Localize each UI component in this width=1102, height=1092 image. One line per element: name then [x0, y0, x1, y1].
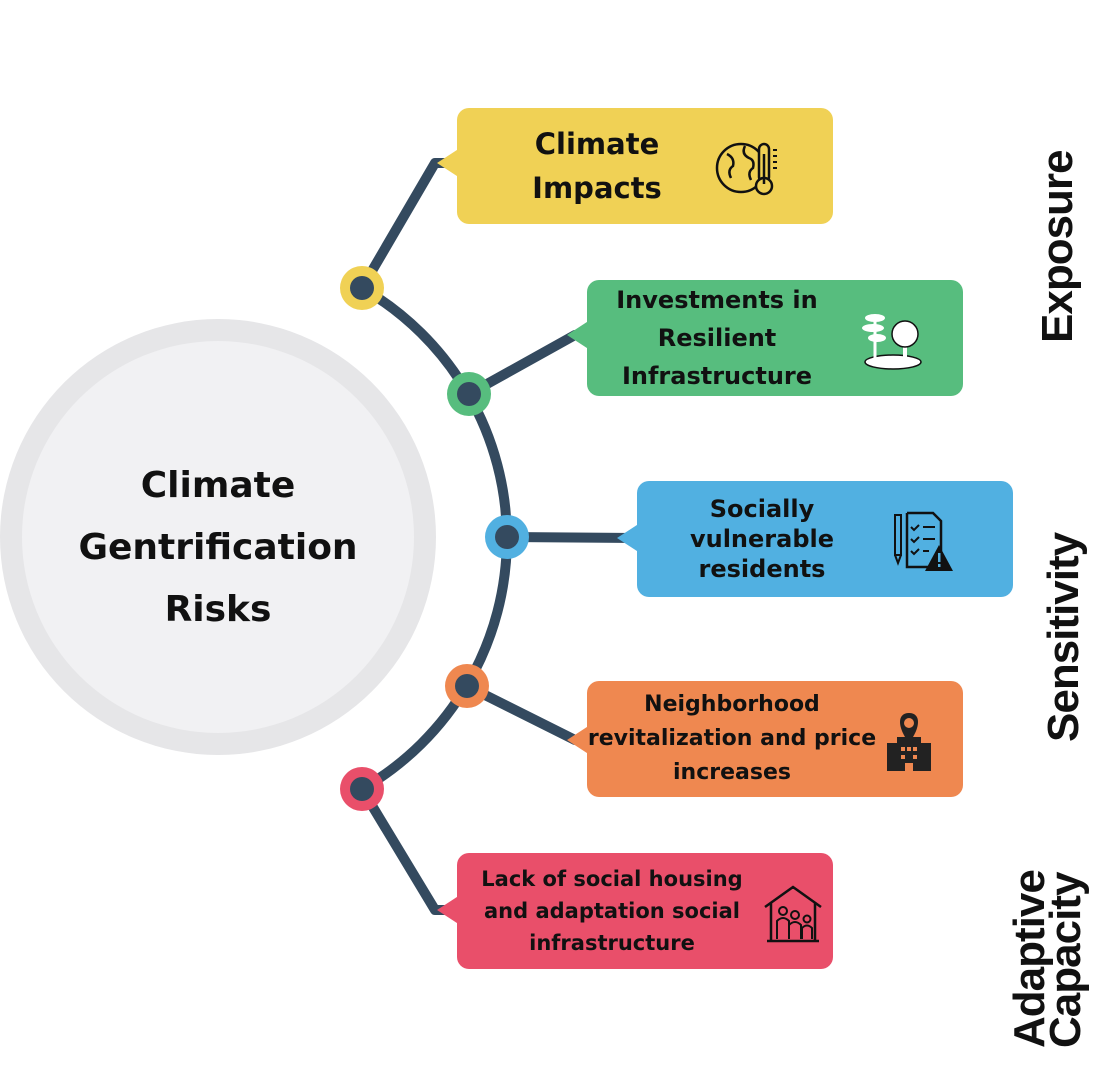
pointer-green	[567, 320, 590, 350]
house-people-icon	[764, 885, 822, 943]
center-title-line: Gentrification	[78, 527, 358, 568]
checklist-warning-icon	[894, 511, 953, 571]
node-red	[340, 767, 384, 811]
building-location-pin-icon	[887, 713, 931, 771]
box-label: Socially vulnerable residents	[689, 495, 835, 583]
globe-thermometer-icon	[715, 142, 777, 196]
pointer-blue	[617, 523, 640, 553]
center-title-line: Risks	[164, 589, 272, 630]
center-circle	[22, 341, 414, 733]
dimension-label-adaptive-capacity: Adaptive Capacity	[1005, 870, 1090, 1048]
connector-housing	[357, 786, 460, 915]
box-investments-resilient-infrastructure: Investments in Resilient Infrastructure	[587, 280, 963, 396]
box-socially-vulnerable-residents: Socially vulnerable residents	[637, 481, 1013, 597]
box-neighborhood-revitalization: Neighborhood revitalization and price in…	[587, 681, 963, 797]
dimension-label-exposure: Exposure	[1033, 150, 1082, 343]
node-blue	[485, 515, 529, 559]
dimension-label-sensitivity: Sensitivity	[1039, 532, 1088, 742]
park-trees-icon	[862, 314, 922, 370]
box-label: Neighborhood revitalization and price in…	[587, 692, 877, 785]
center-title: Climate Gentrification Risks	[40, 455, 396, 641]
box-label: Lack of social housing and adaptation so…	[481, 867, 743, 955]
box-climate-impacts: Climate Impacts	[457, 108, 833, 224]
node-orange	[445, 664, 489, 708]
pointer-orange	[567, 725, 590, 755]
pointer-yellow	[437, 148, 460, 178]
dimension-label-line: Capacity	[1041, 872, 1090, 1048]
node-green	[447, 372, 491, 416]
center-title-line: Climate	[140, 465, 296, 506]
connector-climate-impacts	[357, 158, 460, 291]
box-lack-of-social-housing: Lack of social housing and adaptation so…	[457, 853, 833, 969]
node-yellow	[340, 266, 384, 310]
box-label: Investments in Resilient Infrastructure	[616, 286, 818, 390]
pointer-red	[437, 895, 460, 925]
box-label: Climate Impacts	[532, 127, 662, 205]
